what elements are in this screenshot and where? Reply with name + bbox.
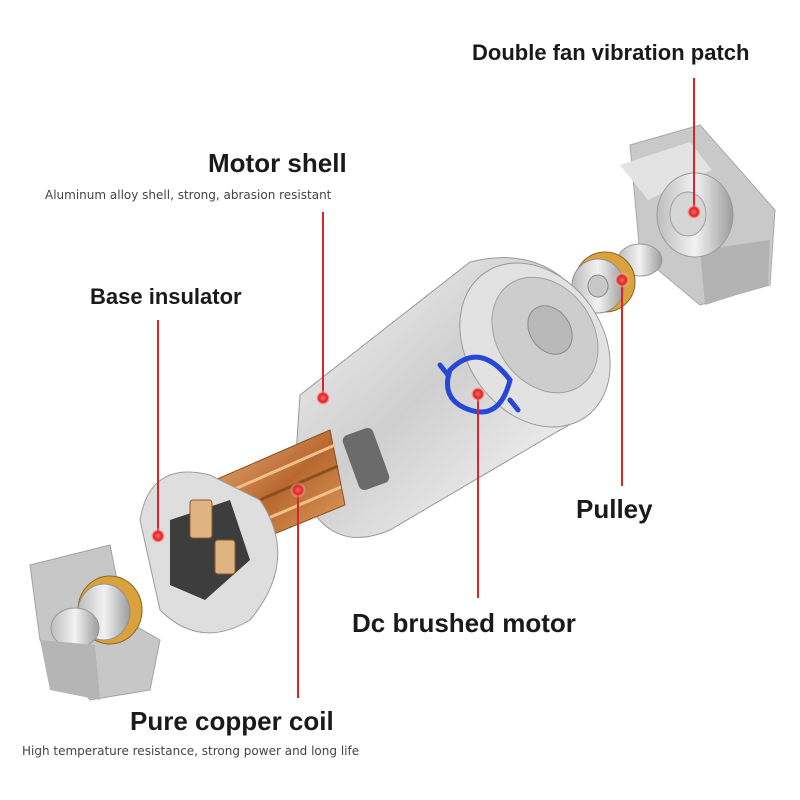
- callout-dot-copper-coil: [290, 482, 306, 498]
- label-dc-brushed-motor: Dc brushed motor: [352, 608, 576, 638]
- callout-lines: [157, 78, 695, 698]
- label-base-insulator: Base insulator: [90, 284, 242, 309]
- pulley-part: [571, 243, 663, 314]
- callout-dot-dc-motor: [470, 386, 486, 402]
- callout-dot-pulley: [614, 272, 630, 288]
- label-pure-copper-coil: Pure copper coil: [130, 706, 334, 736]
- label-copper-coil-description: High temperature resistance, strong powe…: [22, 744, 360, 758]
- label-motor-shell: Motor shell: [208, 148, 347, 178]
- callout-dot-base-insulator: [150, 528, 166, 544]
- base-insulator-part: [139, 471, 279, 634]
- blue-swirl-logo-icon: [437, 354, 521, 415]
- label-motor-shell-description: Aluminum alloy shell, strong, abrasion r…: [45, 188, 332, 202]
- label-pulley: Pulley: [576, 494, 653, 524]
- label-double-fan-vibration-patch: Double fan vibration patch: [472, 40, 750, 65]
- left-vibration-patch: [29, 544, 161, 701]
- callout-dots: [150, 204, 702, 544]
- callout-dot-double-fan: [686, 204, 702, 220]
- callout-dot-motor-shell: [315, 390, 331, 406]
